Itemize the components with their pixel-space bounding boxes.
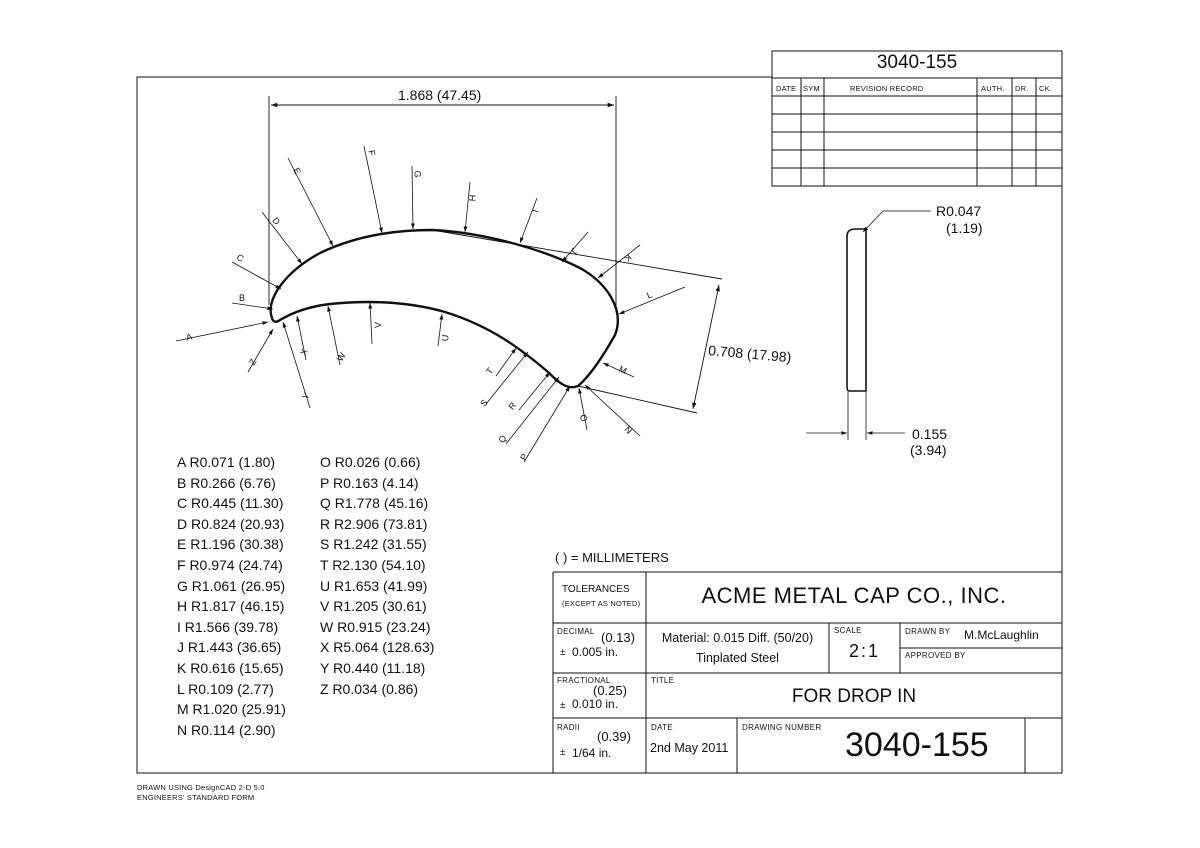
radius-n: N R0.114 (2.90) [177,721,276,738]
fractional-in: 0.010 in. [572,697,619,711]
fractional-pm: ± [560,700,566,711]
decimal-mm: (0.13) [601,630,635,645]
radius-p: P R0.163 (4.14) [320,474,419,491]
tolerances-sub: (EXCEPT AS NOTED) [562,599,641,608]
radius-q: Q R1.778 (45.16) [320,495,429,512]
radius-a: A R0.071 (1.80) [177,454,276,470]
fractional-label: FRACTIONAL [557,676,611,685]
scale-value: 2:1 [848,641,881,661]
top-drawing-number: 3040-155 [876,52,958,73]
radii-in: 1/64 in. [572,746,612,760]
arrow-letter-u: U [439,334,451,342]
footer-line1: DRAWN USING DesignCAD 2-D 5.0 [137,783,265,792]
scale-label: SCALE [834,626,862,635]
title-label: TITLE [651,676,675,685]
radius-z: Z R0.034 (0.86) [320,680,419,697]
side-view [806,210,931,440]
company-name: ACME METAL CAP CO., INC. [701,583,1007,608]
drawing-number-label: DRAWING NUMBER [742,723,822,732]
radius-g: G R1.061 (26.95) [177,577,286,594]
radius-list-right: O R0.026 (0.66) P R0.163 (4.14) Q R1.778… [320,452,434,699]
height-dimension [431,229,723,414]
radii-label: RADII [557,723,580,732]
approved-by-label: APPROVED BY [905,651,966,660]
radius-y: Y R0.440 (11.18) [320,659,426,676]
radius-u: U R1.653 (41.99) [320,577,428,594]
material-line1: Material: 0.015 Diff. (50/20) [661,631,814,645]
arrow-letter-b: B [239,293,246,303]
radius-f: F R0.974 (24.74) [177,556,283,573]
rev-header-dr: DR. [1015,84,1029,93]
thickness-label: 0.155 [912,426,948,442]
radius-i: I R1.566 (39.78) [177,618,279,635]
radius-r: R R2.906 (73.81) [320,515,428,532]
title-value: FOR DROP IN [791,686,917,707]
arrow-letter-g: G [412,170,423,178]
drawn-by-value: M.McLaughlin [964,628,1039,642]
corner-radius-label: R0.047 [936,203,982,219]
radii-mm: (0.39) [597,729,631,744]
fractional-mm: (0.25) [593,683,627,698]
radius-m: M R1.020 (25.91) [177,701,286,718]
footer-line2: ENGINEERS' STANDARD FORM [137,793,255,802]
drawing-number-value: 3040-155 [845,726,989,764]
rev-header-auth: AUTH. [981,84,1005,93]
tolerances-label: TOLERANCES [562,584,630,595]
radius-k: K R0.616 (15.65) [177,659,284,676]
radius-list-left: A R0.071 (1.80) B R0.266 (6.76) C R0.445… [177,452,286,740]
radius-e: E R1.196 (30.38) [177,536,284,553]
date-value: 2nd May 2011 [650,741,729,755]
overall-width-label: 1.868 (47.45) [398,87,482,103]
width-dimension [268,96,617,312]
material-line2: Tinplated Steel [696,651,779,665]
radius-v: V R1.205 (30.61) [320,598,427,615]
units-note: ( ) = MILLIMETERS [555,550,669,565]
radius-b: B R0.266 (6.76) [177,474,276,491]
arrow-letter-h: H [466,194,478,202]
radius-w: W R0.915 (23.24) [320,618,431,635]
radius-s: S R1.242 (31.55) [320,536,427,553]
rev-header-record: REVISION RECORD [850,84,924,93]
rev-header-sym: SYM [803,84,820,93]
corner-radius-mm-label: (1.19) [946,220,983,236]
radius-h: H R1.817 (46.15) [177,598,285,615]
radius-l: L R0.109 (2.77) [177,680,274,697]
radii-pm: ± [560,747,566,758]
radius-j: J R1.443 (36.65) [177,639,282,656]
rev-header-ck: CK. [1039,84,1053,93]
radius-t: T R2.130 (54.10) [320,556,426,573]
title-block-frame [552,571,1062,773]
drawn-by-label: DRAWN BY [905,627,951,636]
rev-header-date: DATE [776,84,797,93]
decimal-in: 0.005 in. [572,645,619,659]
revision-block [771,50,1063,187]
date-label: DATE [651,723,673,732]
sheet-border [136,76,1063,774]
thickness-mm-label: (3.94) [910,442,947,458]
decimal-pm: ± [560,647,566,658]
decimal-label: DECIMAL [557,627,595,636]
radius-o: O R0.026 (0.66) [320,454,421,470]
radius-c: C R0.445 (11.30) [177,495,284,512]
arrow-letter-v: V [373,321,384,329]
radius-x: X R5.064 (128.63) [320,639,435,656]
radius-d: D R0.824 (20.93) [177,515,285,532]
part-outline [269,228,619,389]
radius-leaders [175,145,686,463]
